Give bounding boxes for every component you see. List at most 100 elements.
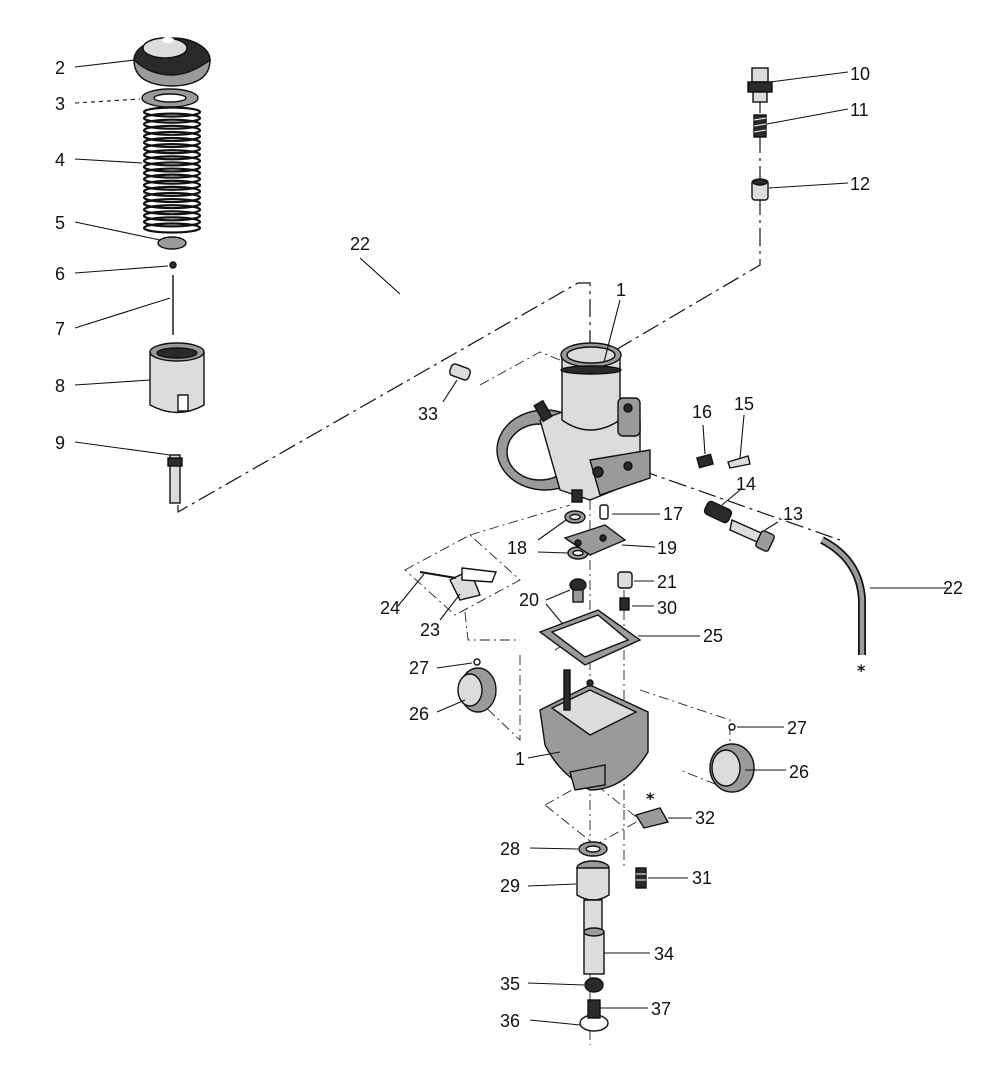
callout-13: 13 xyxy=(783,504,803,524)
part-12-plunger xyxy=(751,178,769,201)
callout-17: 17 xyxy=(663,504,683,524)
spring-coil xyxy=(142,173,202,185)
leader-part-1-top xyxy=(603,299,621,363)
assembly-line-9 xyxy=(177,282,591,514)
callout-33: 33 xyxy=(418,404,438,424)
callout-35: 35 xyxy=(500,974,520,994)
part-1-float-bowl xyxy=(527,669,649,791)
callout-29: 29 xyxy=(500,876,520,896)
bowl-box-left xyxy=(477,655,521,742)
callout-26-right: 26 xyxy=(789,762,809,782)
callout-27-left: 27 xyxy=(409,658,429,678)
spring-coil xyxy=(142,167,202,179)
assembly-line-33 xyxy=(479,351,561,386)
callout-24: 24 xyxy=(380,598,400,618)
part-8-throttle-valve xyxy=(149,342,205,414)
part-31-screw xyxy=(635,867,688,889)
spring-coil xyxy=(142,124,202,136)
part-32-bracket xyxy=(634,807,692,829)
asterisk-bracket: * xyxy=(646,789,655,808)
callout-31: 31 xyxy=(692,868,712,888)
spring-coil xyxy=(142,191,202,204)
callout-21: 21 xyxy=(657,572,677,592)
spring-coil xyxy=(142,210,202,222)
part-13-idle-screw xyxy=(729,519,779,552)
callout-26-left: 26 xyxy=(409,704,429,724)
callout-10: 10 xyxy=(850,64,870,84)
leader-lines-left xyxy=(74,59,171,456)
callout-9: 9 xyxy=(55,433,65,453)
part-16-spring xyxy=(696,424,714,469)
callout-4: 4 xyxy=(55,150,65,170)
callout-16: 16 xyxy=(692,402,712,422)
callout-36: 36 xyxy=(500,1011,520,1031)
part-35-nut xyxy=(527,977,604,993)
callout-20: 20 xyxy=(519,590,539,610)
asterisk-hose: * xyxy=(857,661,866,680)
link-23-carb xyxy=(464,504,571,641)
callout-22-lower: 22 xyxy=(943,578,963,598)
spring-coil xyxy=(142,106,202,118)
part-29-plug xyxy=(527,860,610,931)
spring-coil xyxy=(142,136,202,149)
part-4-spring xyxy=(142,106,202,234)
assembly-line-10-12 xyxy=(584,95,761,369)
spring-coil xyxy=(142,155,202,167)
callout-5: 5 xyxy=(55,213,65,233)
leader-lines-top-right xyxy=(766,71,849,189)
callout-25: 25 xyxy=(703,626,723,646)
part-26-float-left xyxy=(436,667,497,713)
part-24-float-pin xyxy=(397,571,457,607)
part-3-washer xyxy=(141,88,199,108)
spring-coil xyxy=(142,197,202,210)
callout-11: 11 xyxy=(850,100,869,120)
part-22-hose-lower xyxy=(820,536,948,655)
part-26-float-right xyxy=(709,743,786,793)
callout-6: 6 xyxy=(55,264,65,284)
callout-22-upper: 22 xyxy=(350,234,370,254)
assembly-lines xyxy=(177,95,841,1045)
spring-coil xyxy=(142,149,202,161)
spring-coil xyxy=(142,216,202,228)
callout-32: 32 xyxy=(695,808,715,828)
part-19-plate xyxy=(563,524,656,556)
part-25-gasket xyxy=(538,609,700,666)
spring-coil xyxy=(142,118,202,130)
part-23-float-arm xyxy=(439,567,497,621)
spring-coil xyxy=(142,222,202,234)
spring-coil xyxy=(142,143,202,155)
assembly-line-13 xyxy=(639,469,841,541)
part-22-hose-upper xyxy=(359,257,442,371)
spring-coil xyxy=(142,130,202,143)
part-1-carburetor-body xyxy=(496,342,651,503)
callout-18: 18 xyxy=(507,538,527,558)
spring-coil xyxy=(142,204,202,216)
part-15-screw xyxy=(727,414,751,469)
part-14-spring xyxy=(703,489,741,524)
callout-19: 19 xyxy=(657,538,677,558)
callout-27-right: 27 xyxy=(787,718,807,738)
part-2-top-cap xyxy=(133,37,211,87)
callout-7: 7 xyxy=(55,319,65,339)
spring-coil xyxy=(142,185,202,197)
callout-30: 30 xyxy=(657,598,677,618)
spring-coil xyxy=(142,161,202,173)
part-21-float xyxy=(617,571,654,589)
callout-1-upper: 1 xyxy=(616,280,626,300)
callout-14: 14 xyxy=(736,474,756,494)
part-30-main-jet xyxy=(619,597,654,611)
part-28-o-ring xyxy=(529,841,608,857)
callout-1-lower: 1 xyxy=(515,749,525,769)
callout-23: 23 xyxy=(420,620,440,640)
callout-2: 2 xyxy=(55,58,65,78)
part-17-pin xyxy=(599,504,660,520)
spring-coil xyxy=(142,112,202,124)
callout-15: 15 xyxy=(734,394,754,414)
spring-coil xyxy=(142,179,202,191)
callout-labels: 2 3 4 5 6 7 8 9 10 11 12 22 1 33 16 15 1… xyxy=(55,58,963,1031)
part-5-spring-seat xyxy=(157,236,187,250)
part-27-pin-left xyxy=(436,658,481,669)
bracket-23-24 xyxy=(404,534,521,616)
callout-8: 8 xyxy=(55,376,65,396)
